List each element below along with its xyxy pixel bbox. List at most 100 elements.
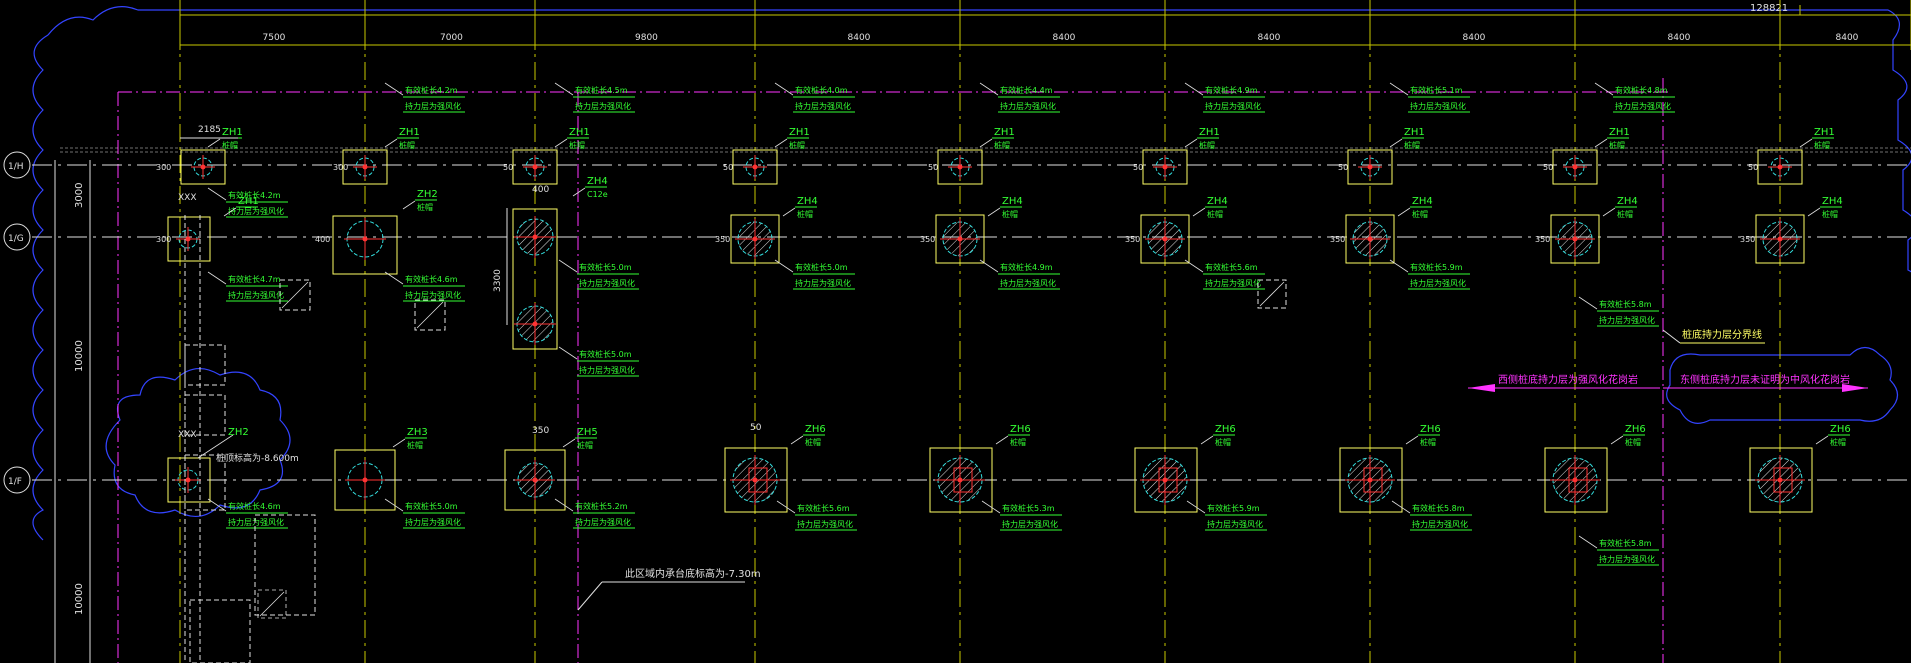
cap-row2-6-rect xyxy=(1140,214,1190,264)
cap-row3-3-leader xyxy=(562,438,576,448)
axis-f-label: 1/H xyxy=(8,162,24,172)
cap-row2-9-rect xyxy=(1755,214,1805,264)
cap-row1-7-len-leader xyxy=(1389,82,1409,96)
cap-row2-4-len: 有效桩长5.0m xyxy=(795,262,848,272)
cap-row2-7-bearing: 持力层为强风化 xyxy=(1410,278,1466,288)
cap-row3-4-pile-center xyxy=(752,477,758,483)
cap-row1-3-bearing: 持力层为强风化 xyxy=(575,101,631,111)
cap-row3-5-len-leader xyxy=(981,500,1001,514)
revision-cloud-main xyxy=(32,6,1911,541)
bay-dim-8: 8400 xyxy=(1668,33,1691,43)
cap-row3-3-len: 有效桩长5.2m xyxy=(575,501,628,511)
cap-row3-8-sub: 桩帽 xyxy=(1625,437,1641,447)
cap-row1-5-sub: 桩帽 xyxy=(994,140,1010,150)
cap-row3-8-len: 有效桩长5.8m xyxy=(1599,538,1652,548)
cap-row2-1-rect xyxy=(167,216,211,262)
cap-row3-5-pile-center xyxy=(957,477,963,483)
cap-row3-7-len: 有效桩长5.8m xyxy=(1412,503,1465,513)
cap-row2-4-dim: 350 xyxy=(715,235,730,244)
cap-row1-7-pile-center xyxy=(1367,164,1373,170)
cap-row2-8-bearing: 持力层为强风化 xyxy=(1599,315,1655,325)
cap-row3-3-rect xyxy=(504,449,566,511)
cap-row2-1-len: 有效桩长4.7m xyxy=(228,274,281,284)
cap-row2-3-a-bearing: 持力层为强风化 xyxy=(579,278,635,288)
cap-row2-7-sub: 桩帽 xyxy=(1412,209,1428,219)
boundary-label: 桩底持力层分界线 xyxy=(1682,328,1762,341)
cap-row3-7-core xyxy=(1363,467,1383,493)
cap-row3-6-len-leader xyxy=(1186,500,1206,514)
cap-row3-4-len: 有效桩长5.6m xyxy=(797,503,850,513)
cap-row1-3-leader xyxy=(554,138,568,148)
cap-row2-7-leader xyxy=(1397,207,1411,217)
cap-row1-1-dim: 300 xyxy=(156,163,171,172)
cap-row1-2-len-leader xyxy=(384,82,404,96)
cap-row1-9-leader xyxy=(1799,138,1813,148)
cap-row3-6-core xyxy=(1158,467,1178,493)
grid-rows xyxy=(32,147,1911,481)
bay-dim-3: 9800 xyxy=(635,33,658,43)
cap-row2-5-len: 有效桩长4.9m xyxy=(1000,262,1053,272)
cap-row2-2-len: 有效桩长4.6m xyxy=(405,274,458,284)
bay-dim-6: 8400 xyxy=(1258,33,1281,43)
cap-row2-6-sub: 桩帽 xyxy=(1207,209,1223,219)
cap-row2-8-pile-center xyxy=(1572,236,1578,242)
cap-row2-3-leader xyxy=(572,187,586,197)
cap-row3-3-sub: 桩帽 xyxy=(577,440,593,450)
cap-row1-6-leader xyxy=(1184,138,1198,148)
cap-row2-5-bearing: 持力层为强风化 xyxy=(1000,278,1056,288)
dim-50-row3: 50 xyxy=(750,423,762,433)
cap-row3-7-sub: 桩帽 xyxy=(1420,437,1436,447)
cap-row3-1-pile-center xyxy=(185,477,191,483)
cap-row2-6-len: 有效桩长5.6m xyxy=(1205,262,1258,272)
cap-row2-6-tag: ZH4 xyxy=(1207,196,1228,207)
cap-row1-8-len: 有效桩长4.8m xyxy=(1615,85,1668,95)
cap-row3-2-tag: ZH3 xyxy=(407,427,428,438)
cap-row3-6-bearing: 持力层为强风化 xyxy=(1207,519,1263,529)
cap-row3-8-rect xyxy=(1544,447,1608,513)
cap-row3-3-bearing: 持力层为强风化 xyxy=(575,517,631,527)
cap-row3-1-leader xyxy=(197,434,234,459)
cap-row3-2-pile-center xyxy=(362,477,368,483)
cap-row1-9-dim: 50 xyxy=(1748,163,1758,172)
cap-row3-1-rect xyxy=(167,457,211,503)
cap-row3-4-sub: 桩帽 xyxy=(805,437,821,447)
cap-row2-9-dim: 350 xyxy=(1740,235,1755,244)
cap-row2-4-len-leader xyxy=(774,259,794,273)
cap-row1-9-sub: 桩帽 xyxy=(1814,140,1830,150)
cap-row2-3-b-bearing: 持力层为强风化 xyxy=(579,365,635,375)
cap-row1-3-len: 有效桩长4.5m xyxy=(575,85,628,95)
cap-row2-8-len: 有效桩长5.8m xyxy=(1599,299,1652,309)
cap-row2-8-dim: 350 xyxy=(1535,235,1550,244)
cap-row3-5-len: 有效桩长5.3m xyxy=(1002,503,1055,513)
cap-row3-2-len: 有效桩长5.0m xyxy=(405,501,458,511)
cap-row3-2-len-leader xyxy=(384,498,404,512)
cap-row1-2-dim: 300 xyxy=(333,163,348,172)
cap-row1-6-pile-center xyxy=(1162,164,1168,170)
cap-row3-7-leader xyxy=(1405,435,1419,445)
cap-row3-4-rect xyxy=(724,447,788,513)
cap-row3-7-pile-center xyxy=(1367,477,1373,483)
cap-row1-8-dim: 50 xyxy=(1543,163,1553,172)
cap-row3-3-tag: ZH5 xyxy=(577,427,598,438)
cap-row2-5-dim: 350 xyxy=(920,235,935,244)
dim-400-top: 400 xyxy=(532,185,549,195)
cap-row2-9-tag: ZH4 xyxy=(1822,196,1843,207)
cap-row1-8-bearing: 持力层为强风化 xyxy=(1615,101,1671,111)
bay-dim-5: 8400 xyxy=(1053,33,1076,43)
cap-row2-2-dim: 400 xyxy=(315,235,330,244)
cap-row3-4-len-leader xyxy=(776,500,796,514)
axis-d-bubble xyxy=(3,466,31,494)
cap-row1-4-pile-center xyxy=(752,164,758,170)
cap-row3-8-len-leader xyxy=(1578,535,1598,549)
